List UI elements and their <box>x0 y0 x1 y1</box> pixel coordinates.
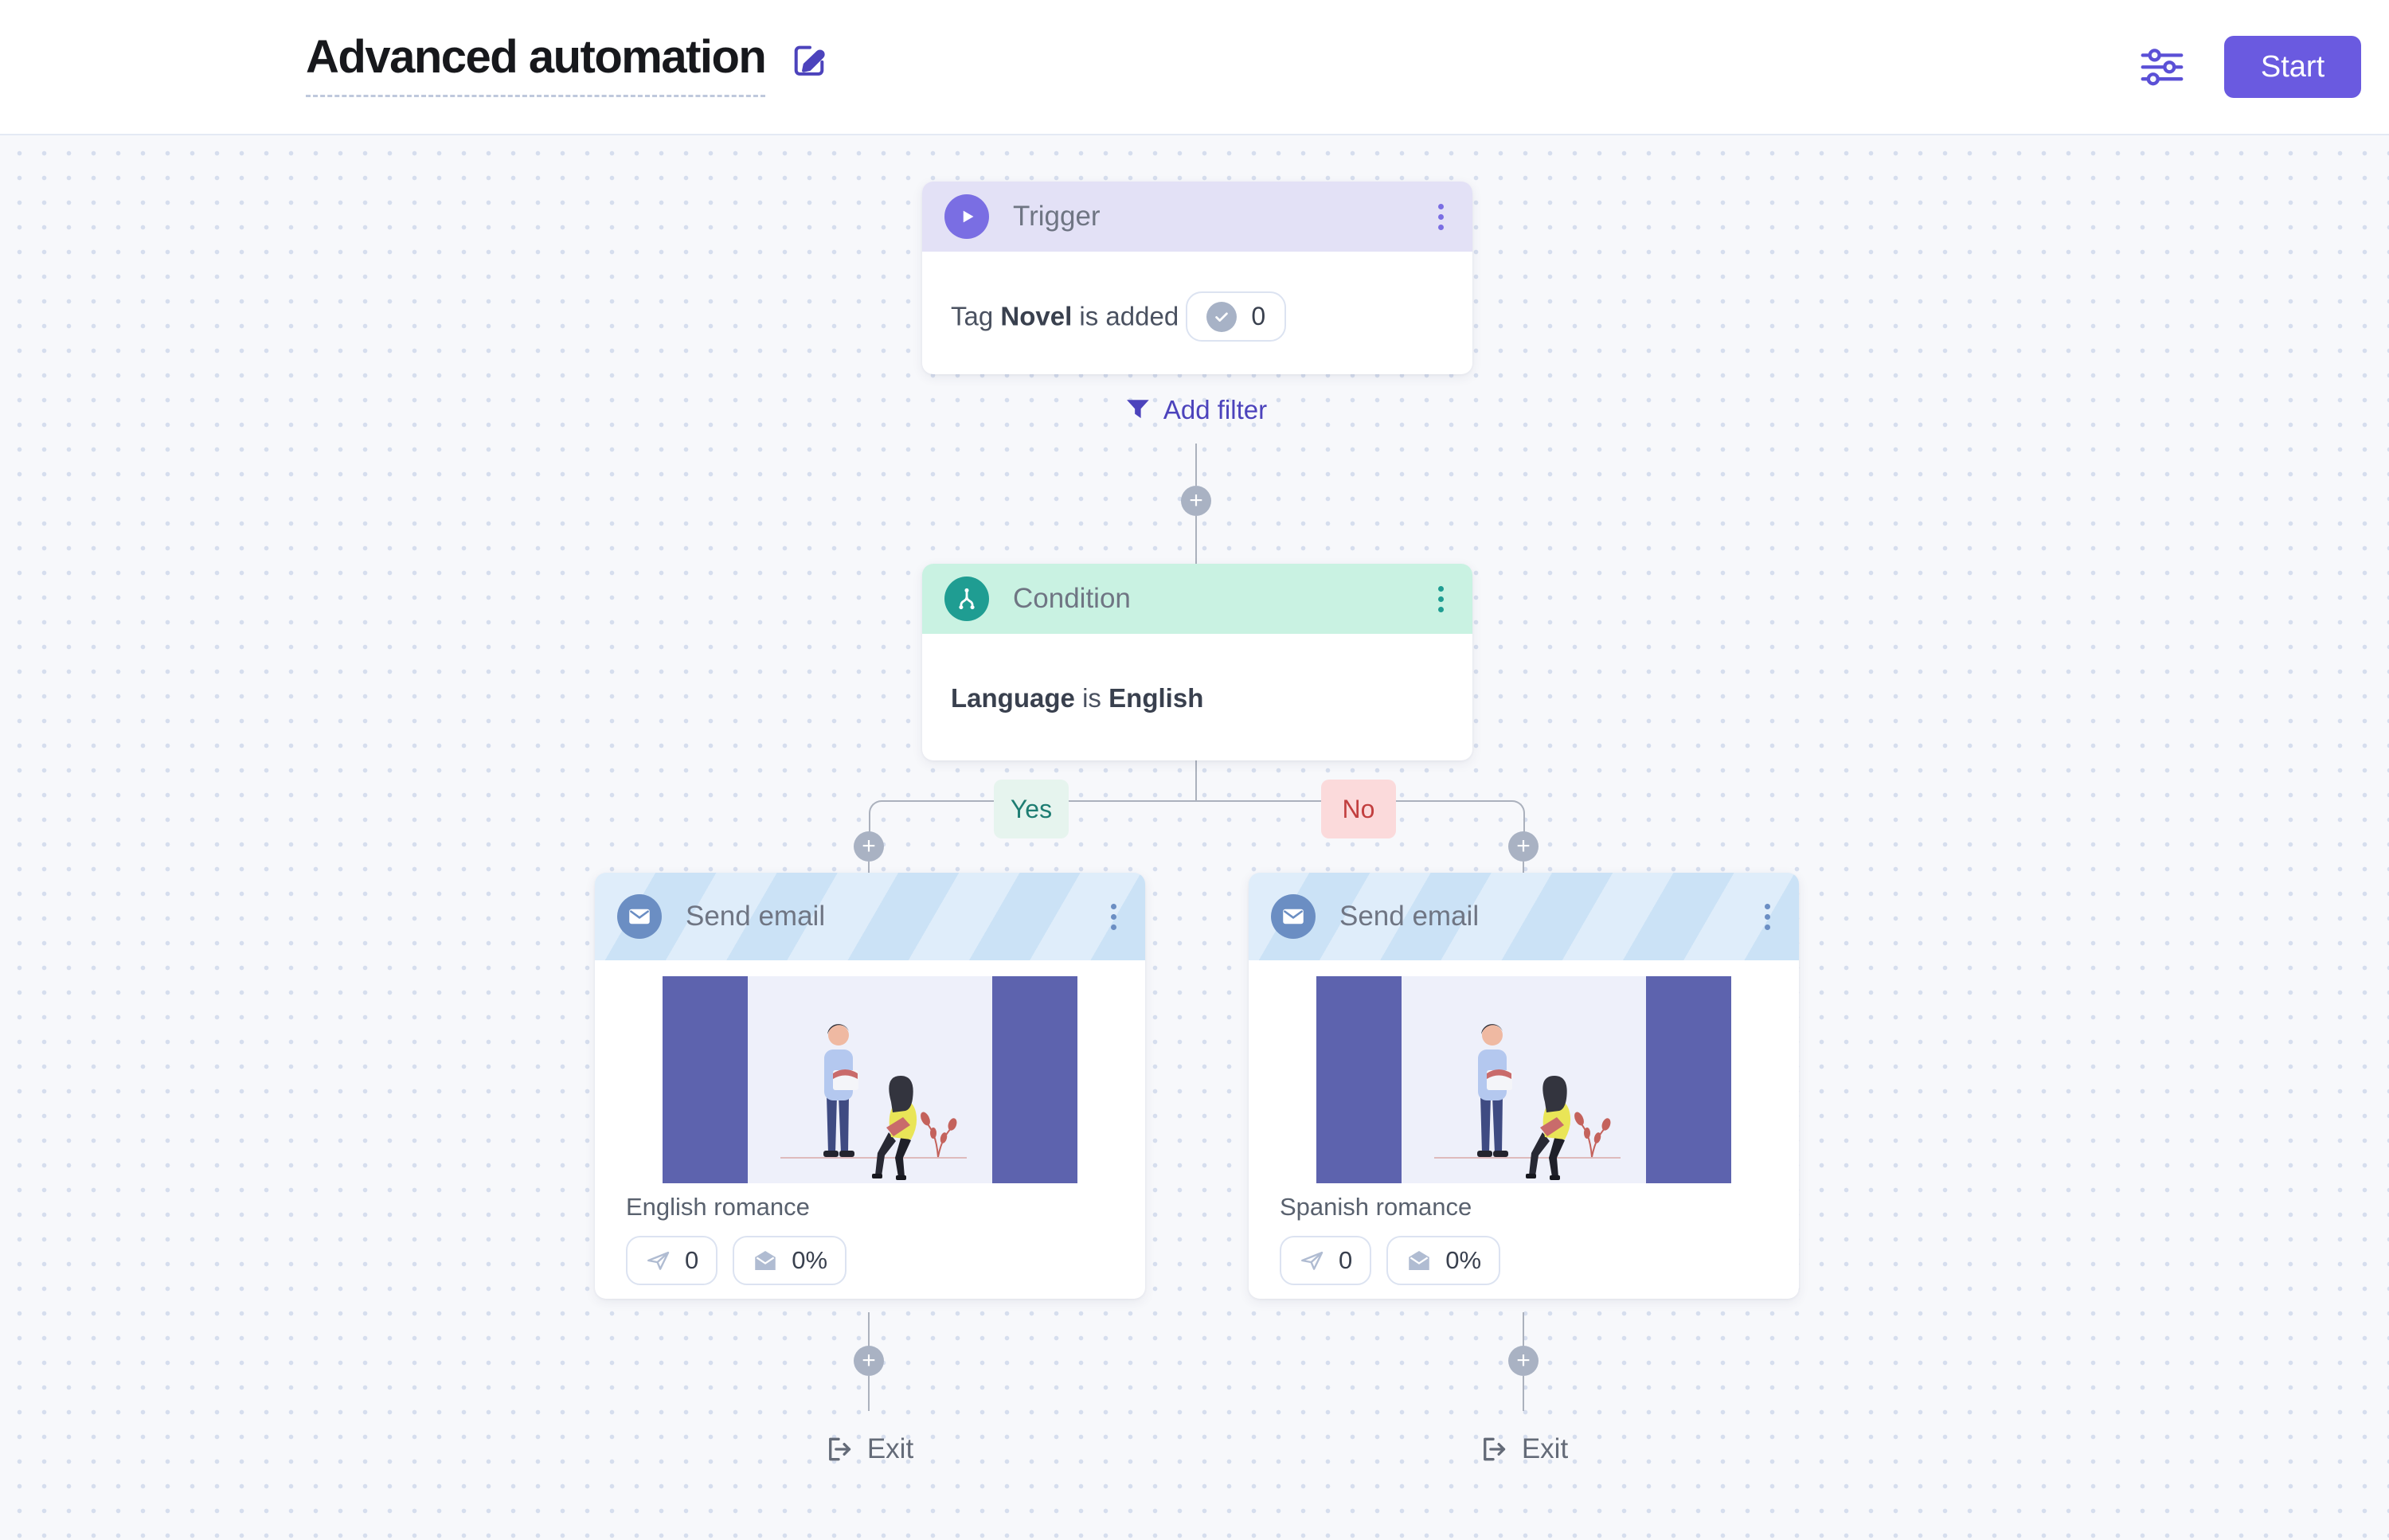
exit-terminal: Exit <box>824 1433 913 1465</box>
connector-line <box>868 1312 870 1347</box>
send-email-node[interactable]: Send email English romance 0 <box>595 873 1145 1299</box>
add-filter-button[interactable]: Add filter <box>1125 395 1267 425</box>
node-type-label: Condition <box>1013 583 1131 614</box>
top-bar: Advanced automation Start <box>0 0 2389 135</box>
trigger-description: Tag Novel is added 0 <box>922 252 1472 342</box>
add-step-button[interactable]: + <box>1508 1346 1539 1376</box>
send-plane-icon <box>647 1251 670 1270</box>
open-rate: 0% <box>1445 1246 1482 1274</box>
connector-line <box>1195 516 1197 564</box>
filter-funnel-icon <box>1127 400 1149 419</box>
email-node-body: English romance 0 0% <box>595 960 1145 1299</box>
email-name: Spanish romance <box>1280 1193 1472 1221</box>
exit-label: Exit <box>1521 1433 1569 1464</box>
email-preview-illustration <box>1316 976 1731 1183</box>
envelope-icon <box>1271 894 1316 939</box>
email-stats: 0 0% <box>1280 1236 1501 1285</box>
play-icon <box>944 194 989 239</box>
open-rate: 0% <box>792 1246 828 1274</box>
sent-count-badge[interactable]: 0 <box>626 1236 718 1285</box>
email-stats: 0 0% <box>626 1236 847 1285</box>
kebab-menu-icon[interactable] <box>1432 197 1450 236</box>
open-envelope-icon <box>1409 1250 1429 1271</box>
send-email-node[interactable]: Send email Spanish romance 0 <box>1249 873 1799 1299</box>
email-preview-illustration <box>663 976 1077 1183</box>
sent-count-badge[interactable]: 0 <box>1280 1236 1372 1285</box>
subscriber-count-badge[interactable]: 0 <box>1186 291 1287 342</box>
sent-count: 0 <box>685 1246 699 1274</box>
exit-terminal: Exit <box>1479 1433 1568 1465</box>
kebab-menu-icon[interactable] <box>1432 580 1450 619</box>
node-type-label: Send email <box>686 901 826 932</box>
kebab-menu-icon[interactable] <box>1105 897 1123 936</box>
edit-title-pencil-icon[interactable] <box>791 41 827 78</box>
check-icon <box>1206 301 1238 332</box>
open-rate-badge[interactable]: 0% <box>733 1236 847 1285</box>
exit-label: Exit <box>866 1433 914 1464</box>
kebab-menu-icon[interactable] <box>1758 897 1777 936</box>
page-title[interactable]: Advanced automation <box>306 33 767 97</box>
envelope-icon <box>617 894 662 939</box>
connector-line <box>1195 444 1197 486</box>
workflow-canvas[interactable]: + + + + + Trigger Tag Novel is added 0 A… <box>0 135 2389 1540</box>
email-name: English romance <box>626 1193 810 1221</box>
header-actions: Start <box>2140 0 2361 134</box>
open-envelope-icon <box>755 1250 776 1271</box>
connector-line <box>868 1376 870 1411</box>
sent-count: 0 <box>1339 1246 1353 1274</box>
connector-line <box>1523 1312 1524 1347</box>
email-node-body: Spanish romance 0 0% <box>1249 960 1799 1299</box>
subscriber-count: 0 <box>1251 302 1266 330</box>
branch-no-label: No <box>1321 780 1396 838</box>
branch-yes-label: Yes <box>994 780 1069 838</box>
node-type-label: Send email <box>1339 901 1480 932</box>
connector-line <box>1523 862 1524 873</box>
start-button[interactable]: Start <box>2224 36 2361 98</box>
add-step-button[interactable]: + <box>1181 486 1211 516</box>
connector-line <box>868 862 870 873</box>
open-rate-badge[interactable]: 0% <box>1386 1236 1501 1285</box>
trigger-node-header: Trigger <box>922 182 1472 252</box>
branch-split-icon <box>944 577 989 621</box>
trigger-node[interactable]: Trigger Tag Novel is added 0 <box>922 182 1472 374</box>
email-node-header: Send email <box>595 873 1145 960</box>
add-filter-label: Add filter <box>1163 395 1268 424</box>
automation-title-wrap: Advanced automation <box>306 33 827 97</box>
email-node-header: Send email <box>1249 873 1799 960</box>
branch-connector <box>869 800 1525 832</box>
node-type-label: Trigger <box>1013 201 1101 232</box>
add-step-button[interactable]: + <box>854 1346 884 1376</box>
exit-icon <box>1484 1437 1506 1461</box>
send-plane-icon <box>1301 1251 1324 1270</box>
condition-node-header: Condition <box>922 564 1472 634</box>
exit-icon <box>829 1437 851 1461</box>
add-step-button[interactable]: + <box>1508 831 1539 862</box>
connector-line <box>1523 1376 1524 1411</box>
automation-settings-sliders-icon[interactable] <box>2140 48 2184 86</box>
connector-line <box>1195 760 1197 802</box>
add-step-button[interactable]: + <box>854 831 884 862</box>
